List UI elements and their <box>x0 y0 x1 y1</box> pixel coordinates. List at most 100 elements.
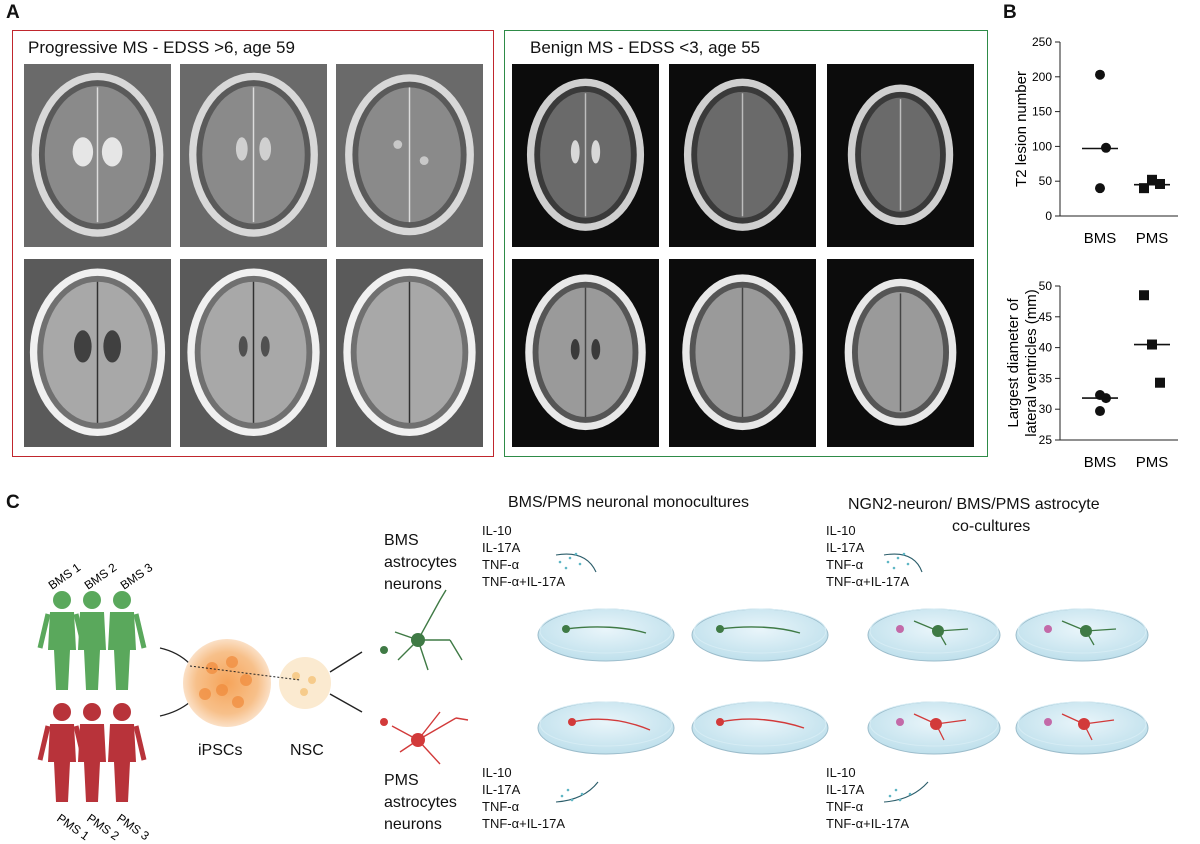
mri-bms-t2-3 <box>827 64 974 247</box>
treatment-arrow-icon <box>555 553 929 803</box>
donor-label: BMS 1 <box>46 560 84 592</box>
y-tick-label: 250 <box>1032 35 1052 49</box>
y-axis-label: T2 lesion number <box>1013 71 1030 187</box>
mri-bms-t2-2 <box>669 64 816 247</box>
treatment-item: IL-17A <box>482 540 521 555</box>
data-point-square <box>1139 290 1149 301</box>
panel-c-illustration: BMS 1 BMS 2 BMS 3 PMS 1 PMS 2 PMS 3 <box>37 552 1149 843</box>
treatment-list: IL-10 IL-17A TNF-α TNF-α+IL-17A <box>482 764 565 832</box>
y-axis-label: Largest diameter of <box>1005 298 1022 428</box>
bms-neuron-icon <box>394 589 463 671</box>
treatment-item: TNF-α <box>826 557 864 572</box>
treatment-item: IL-10 <box>482 765 512 780</box>
pms-neuron-icon <box>391 711 469 765</box>
culture-dish <box>691 608 829 662</box>
brain-scan-image <box>682 274 803 431</box>
pms-line: PMS <box>384 772 419 789</box>
brain-scan-image <box>343 268 476 437</box>
treatment-item: IL-17A <box>826 540 865 555</box>
data-point-square <box>1139 183 1149 194</box>
ipsc-cluster-icon <box>183 639 271 727</box>
donor-label: BMS 3 <box>118 560 156 592</box>
brain-scan-image <box>526 78 645 231</box>
culture-dish <box>691 701 829 755</box>
brain-scan-image <box>525 274 646 431</box>
x-tick-label: BMS <box>1084 454 1117 471</box>
y-tick-label: 200 <box>1032 70 1052 84</box>
brain-scan-image <box>683 78 802 231</box>
bms-label: BMS astrocytes neurons <box>384 530 457 596</box>
treatment-list: IL-10 IL-17A TNF-α TNF-α+IL-17A <box>826 764 909 832</box>
donor-label: PMS 2 <box>84 811 122 843</box>
x-tick-label: BMS <box>1084 230 1117 247</box>
culture-dish <box>867 608 1001 662</box>
data-point-circle <box>1095 406 1105 417</box>
coculture-title-line-1: NGN2-neuron/ BMS/PMS astrocyte <box>848 496 1100 513</box>
ipsc-label: iPSCs <box>198 742 243 759</box>
treatment-item: TNF-α <box>482 557 520 572</box>
y-tick-label: 40 <box>1039 341 1053 355</box>
panel-letter-c: C <box>6 492 20 513</box>
panel-letter-b: B <box>1003 2 1017 23</box>
brain-scan-image <box>844 278 957 426</box>
monoculture-title: BMS/PMS neuronal monocultures <box>508 494 749 511</box>
culture-dish <box>1015 701 1149 755</box>
donor-label: BMS 2 <box>82 560 120 592</box>
y-tick-label: 25 <box>1039 433 1053 447</box>
treatment-item: IL-10 <box>826 765 856 780</box>
treatment-item: TNF-α+IL-17A <box>826 816 910 831</box>
brain-scan-image <box>847 84 954 226</box>
data-point-circle <box>1095 69 1105 80</box>
treatment-item: TNF-α+IL-17A <box>482 574 566 589</box>
x-tick-label: PMS <box>1136 454 1169 471</box>
treatment-item: TNF-α+IL-17A <box>826 574 910 589</box>
treatment-item: IL-17A <box>482 782 521 797</box>
mri-pms-t2-3 <box>336 64 483 247</box>
y-axis-label: lateral ventricles (mm) <box>1023 289 1040 437</box>
treatment-item: IL-10 <box>826 523 856 538</box>
mri-bms-t1-2 <box>669 259 816 447</box>
nsc-label: NSC <box>290 742 324 759</box>
y-tick-label: 35 <box>1039 371 1053 385</box>
treatment-item: TNF-α <box>826 799 864 814</box>
x-tick-label: PMS <box>1136 230 1169 247</box>
brain-scan-image <box>31 72 164 237</box>
progressive-ms-title: Progressive MS - EDSS >6, age 59 <box>28 38 295 57</box>
pms-donor-figures <box>37 703 147 802</box>
nsc-cluster-icon <box>279 657 331 709</box>
y-tick-label: 45 <box>1039 310 1053 324</box>
culture-dish <box>1015 608 1149 662</box>
culture-dish <box>537 608 675 662</box>
mri-pms-t2-2 <box>180 64 327 247</box>
coculture-title-line-2: co-cultures <box>952 518 1031 535</box>
panel-letter-a: A <box>6 2 20 23</box>
mri-bms-t2-1 <box>512 64 659 247</box>
treatment-item: IL-10 <box>482 523 512 538</box>
pms-line: astrocytes <box>384 794 457 811</box>
benign-ms-title: Benign MS - EDSS <3, age 55 <box>530 38 761 57</box>
treatment-item: TNF-α+IL-17A <box>482 816 566 831</box>
culture-dish <box>867 701 1001 755</box>
brain-scan-image <box>345 74 474 236</box>
data-point-square <box>1147 174 1157 185</box>
treatment-item: TNF-α <box>482 799 520 814</box>
mri-pms-t1-3 <box>336 259 483 447</box>
mri-bms-t1-1 <box>512 259 659 447</box>
brain-scan-image <box>29 268 166 437</box>
data-point-circle <box>1095 183 1105 194</box>
mri-pms-t1-1 <box>24 259 171 447</box>
y-tick-label: 100 <box>1032 139 1052 153</box>
brain-scan-image <box>187 268 320 437</box>
bms-line: BMS <box>384 532 419 549</box>
y-tick-label: 150 <box>1032 105 1052 119</box>
bms-donor-figures <box>37 591 147 690</box>
progressive-ms-box <box>12 30 494 457</box>
donor-label: PMS 3 <box>114 811 152 843</box>
brain-scan-image <box>189 72 318 237</box>
treatment-list: IL-10 IL-17A TNF-α TNF-α+IL-17A <box>826 522 909 590</box>
culture-dish <box>537 701 675 755</box>
y-tick-label: 30 <box>1039 402 1053 416</box>
bms-line: neurons <box>384 576 442 593</box>
bms-line: astrocytes <box>384 554 457 571</box>
